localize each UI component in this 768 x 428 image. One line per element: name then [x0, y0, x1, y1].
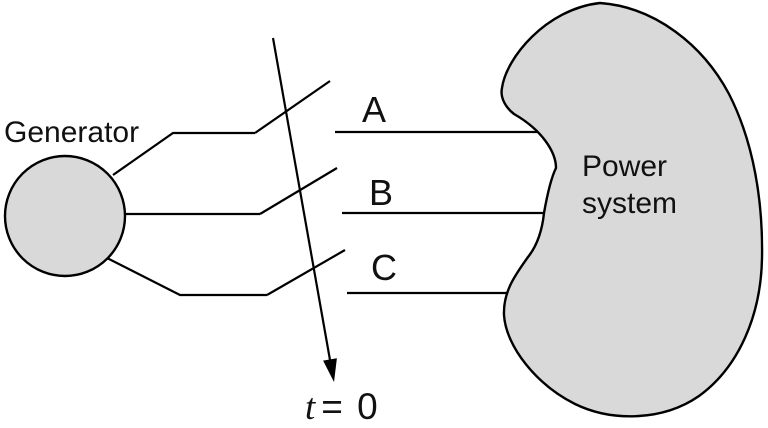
power-system-blob	[500, 1, 764, 418]
switching-arrow-shaft	[271, 37, 332, 361]
phase-a-generator-lead	[112, 131, 255, 176]
phase-b-label: B	[369, 172, 394, 213]
power-system-label: Power system	[582, 148, 677, 222]
phase-a-label: A	[362, 89, 387, 130]
power-system-label-line2: system	[582, 187, 678, 220]
power-system-label-line1: Power	[582, 150, 668, 183]
phase-b-switch-blade	[259, 167, 338, 215]
switching-arrow-head	[323, 358, 337, 382]
switching-instant-label: t= 0	[305, 388, 380, 426]
generator-label: Generator	[4, 116, 140, 149]
phase-c-generator-lead	[106, 257, 267, 297]
wiring	[106, 37, 549, 361]
time-variable: t	[305, 387, 316, 428]
phase-c-switch-blade	[266, 249, 346, 296]
phase-c-label: C	[371, 247, 397, 288]
time-equation: = 0	[321, 386, 380, 427]
phase-a-switch-blade	[254, 80, 331, 134]
generator-body	[3, 154, 127, 278]
